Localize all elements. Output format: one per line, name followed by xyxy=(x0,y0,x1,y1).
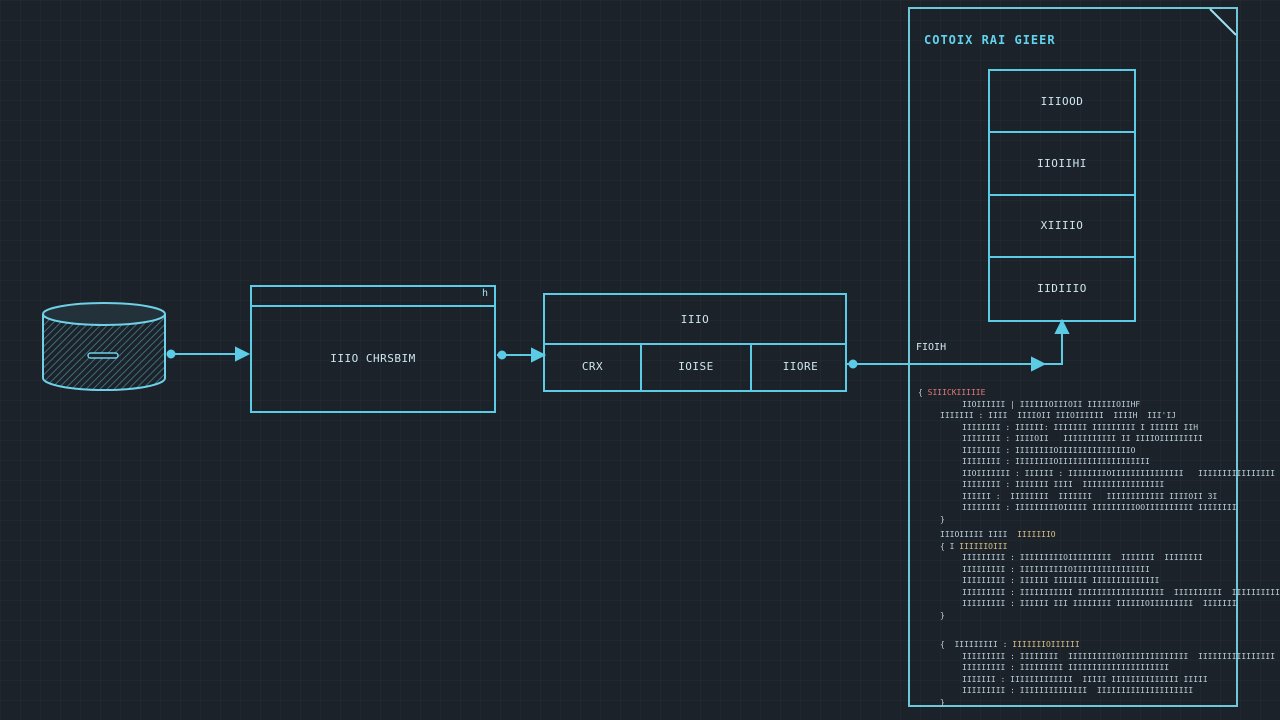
processor-title: IIIO xyxy=(545,295,845,345)
code-line: IIIIIIIII : IIIIIIIIIII IIIIIIIIIIIIIIII… xyxy=(918,587,1280,599)
code-text: } xyxy=(940,697,945,707)
code-line: IIIIIIIII : IIIIIIII IIIIIIIIIIOIIIIIIII… xyxy=(918,651,1275,663)
code-text: { I xyxy=(940,541,960,551)
queue-slot[interactable]: IIOIIHI xyxy=(990,133,1134,196)
code-text: IIIIIII : IIIIIIIIIIIII IIIII IIIIIIIIII… xyxy=(962,674,1208,684)
code-line: { IIIIIIIII : IIIIIIIOIIIIII xyxy=(918,639,1228,651)
code-line: IIIIIII : IIII IIIIOII IIIOIIIIII IIIIH … xyxy=(918,410,1228,422)
code-line: IIIIII : IIIIIIII IIIIIII IIIIIIIIIIII I… xyxy=(918,491,1228,503)
code-line: { I IIIIIIOIII xyxy=(918,541,1228,553)
queue-slot[interactable]: IIDIIIO xyxy=(1037,282,1087,296)
code-line: IIIIIIII : IIIIOII IIIIIIIIIII II IIIIOI… xyxy=(918,433,1228,445)
code-text: IIIIIIII : IIIIOII IIIIIIIIIII II IIIIOI… xyxy=(962,434,1203,443)
ingest-window-titlebar: h xyxy=(252,287,494,307)
code-text: IIIIII : IIIIIIII IIIIIII IIIIIIIIIIII I… xyxy=(962,491,1218,501)
code-text: IIIIIIIII : IIIIIIIIIOIIIIIIIII IIIIIII … xyxy=(962,553,1203,562)
database-cylinder-icon[interactable] xyxy=(40,300,168,392)
code-text: IIIIIIIII : IIIIIIIIIIIIII IIIIIIIIIIIII… xyxy=(962,686,1194,695)
ingest-window[interactable]: h IIIO CHRSBIM xyxy=(250,285,496,413)
connector-db-ingest-start-dot xyxy=(166,349,176,359)
code-line: } xyxy=(918,697,1228,709)
code-line: IIIIIIIII : IIIIII III IIIIIIII IIIIIIOI… xyxy=(918,598,1237,610)
code-line: } xyxy=(918,610,1228,622)
code-text: IIIIIIIII : IIIIIIIIIII IIIIIIIIIIIIIIII… xyxy=(962,587,1280,597)
code-text: { xyxy=(918,388,928,397)
connector-ingest-processor-start-dot xyxy=(497,350,507,360)
input-label: FIOIH xyxy=(916,342,947,353)
code-text: IIIIIIIII : IIIIIIII IIIIIIIIIIOIIIIIIII… xyxy=(962,651,1276,661)
window-corner-icon: h xyxy=(481,288,488,299)
code-line: IIIIIIIII : IIIIIIIII IIIIIIIIIIIIIIIIII… xyxy=(918,662,1228,674)
code-line: IIIOIIIII IIII IIIIIIIO xyxy=(918,529,1228,541)
code-line: } xyxy=(918,514,1228,526)
code-line: IIIIIIIII : IIIIIIIIIIOIIIIIIIIIIIIIIII xyxy=(918,564,1228,576)
code-string: IIIIIIOIII xyxy=(959,541,1008,551)
code-line: IIIIIIIII : IIIIIIIIIOIIIIIIIII IIIIIII … xyxy=(918,552,1228,564)
code-string: IIIIIIIO xyxy=(1017,530,1056,539)
queue-stack[interactable]: IIIOOD IIOIIHI XIIIIO IIDIIIO xyxy=(988,69,1136,322)
config-panel: COTOIX RAI GIEER IIIOOD IIOIIHI XIIIIO I… xyxy=(908,7,1280,709)
code-line: IIIIIIIII : IIIIIIIIIIIIII IIIIIIIIIIIII… xyxy=(918,685,1228,697)
processor-block[interactable]: IIIO CRX IOISE IIORE xyxy=(543,293,847,392)
code-text: IIIIIIIII : IIIIII IIIIIII IIIIIIIIIIIII… xyxy=(962,576,1160,585)
code-text: IIIIIIII : IIIIII: IIIIIII IIIIIIIII I I… xyxy=(962,422,1199,432)
code-text: } xyxy=(940,610,945,620)
code-line: IIIIIIII : IIIIIIIIOIIIIIIIIIIIIIIIO xyxy=(918,445,1228,457)
code-line: IIIIIIII : IIIIIII IIII IIIIIIIIIIIIIIII… xyxy=(918,479,1228,491)
code-text: IIIIIIII : IIIIIII IIII IIIIIIIIIIIIIIII… xyxy=(962,480,1165,489)
code-text: IIOIIIIIII : IIIIII : IIIIIIIIOIIIIIIIII… xyxy=(962,468,1280,478)
code-text: } xyxy=(940,514,945,524)
panel-corner-icon xyxy=(1209,8,1237,36)
code-text: IIIIIIIII : IIIIIIIIIIOIIIIIIIIIIIIIIII xyxy=(962,564,1150,574)
connector-processor-stack-start-dot xyxy=(848,359,858,369)
queue-slot[interactable]: XIIIIO xyxy=(990,196,1134,258)
code-text: IIIIIIIII : IIIIII III IIIIIIII IIIIIIOI… xyxy=(962,599,1237,608)
queue-slot[interactable]: IIIOOD xyxy=(990,71,1134,134)
processor-cell[interactable]: IOISE xyxy=(642,343,752,390)
ingest-title: IIIO CHRSBIM xyxy=(330,351,416,365)
code-line: IIIIIIII : IIIIIIIIIOIIIII IIIIIIIIIOOII… xyxy=(918,502,1237,514)
code-line: IIIIIIIII : IIIIII IIIIIII IIIIIIIIIIIII… xyxy=(918,575,1228,587)
code-keyword: SIIICKIIIIIE xyxy=(927,388,986,397)
code-text: IIIIIIII : IIIIIIIIIOIIIII IIIIIIIIIOOII… xyxy=(962,503,1237,512)
arrow-right-icon xyxy=(531,347,547,363)
code-line: { SIIICKIIIIIE xyxy=(918,387,1228,399)
code-line: IIOIIIIIII : IIIIII : IIIIIIIIOIIIIIIIII… xyxy=(918,468,1280,480)
code-line: IIIIIII : IIIIIIIIIIIII IIIII IIIIIIIIII… xyxy=(918,674,1228,686)
code-text: { IIIIIIIII : xyxy=(940,640,1013,649)
code-text: IIIIIIII : IIIIIIIIOIIIIIIIIIIIIIIIO xyxy=(962,445,1136,455)
connector-processor-stack xyxy=(847,332,1063,365)
code-line: IIIIIIII : IIIIIIIIOIIIIIIIIIIIIIIIIIII xyxy=(918,456,1228,468)
processor-cell[interactable]: CRX xyxy=(545,343,642,390)
code-text: IIIIIIIII : IIIIIIIII IIIIIIIIIIIIIIIIII… xyxy=(962,663,1170,672)
arrow-right-icon xyxy=(235,346,251,362)
arrow-right-icon xyxy=(1031,356,1047,372)
processor-cell[interactable]: IIORE xyxy=(782,360,819,373)
code-text: IIIOIIIII IIII xyxy=(940,530,1018,539)
code-line: IIIIIIII : IIIIII: IIIIIII IIIIIIIII I I… xyxy=(918,422,1228,434)
code-text: IIOIIIIII | IIIIIIOIIIOII IIIIIIOIIHF xyxy=(962,399,1141,409)
code-text: IIIIIII : IIII IIIIOII IIIOIIIIII IIIIH … xyxy=(940,411,1177,420)
code-string: IIIIIIIOIIIIII xyxy=(1012,640,1080,649)
panel-title: COTOIX RAI GIEER xyxy=(924,33,1056,47)
code-line: IIOIIIIII | IIIIIIOIIIOII IIIIIIOIIHF xyxy=(918,399,1228,411)
arrow-up-icon xyxy=(1054,318,1070,334)
code-text: IIIIIIII : IIIIIIIIOIIIIIIIIIIIIIIIIIII xyxy=(962,457,1150,466)
